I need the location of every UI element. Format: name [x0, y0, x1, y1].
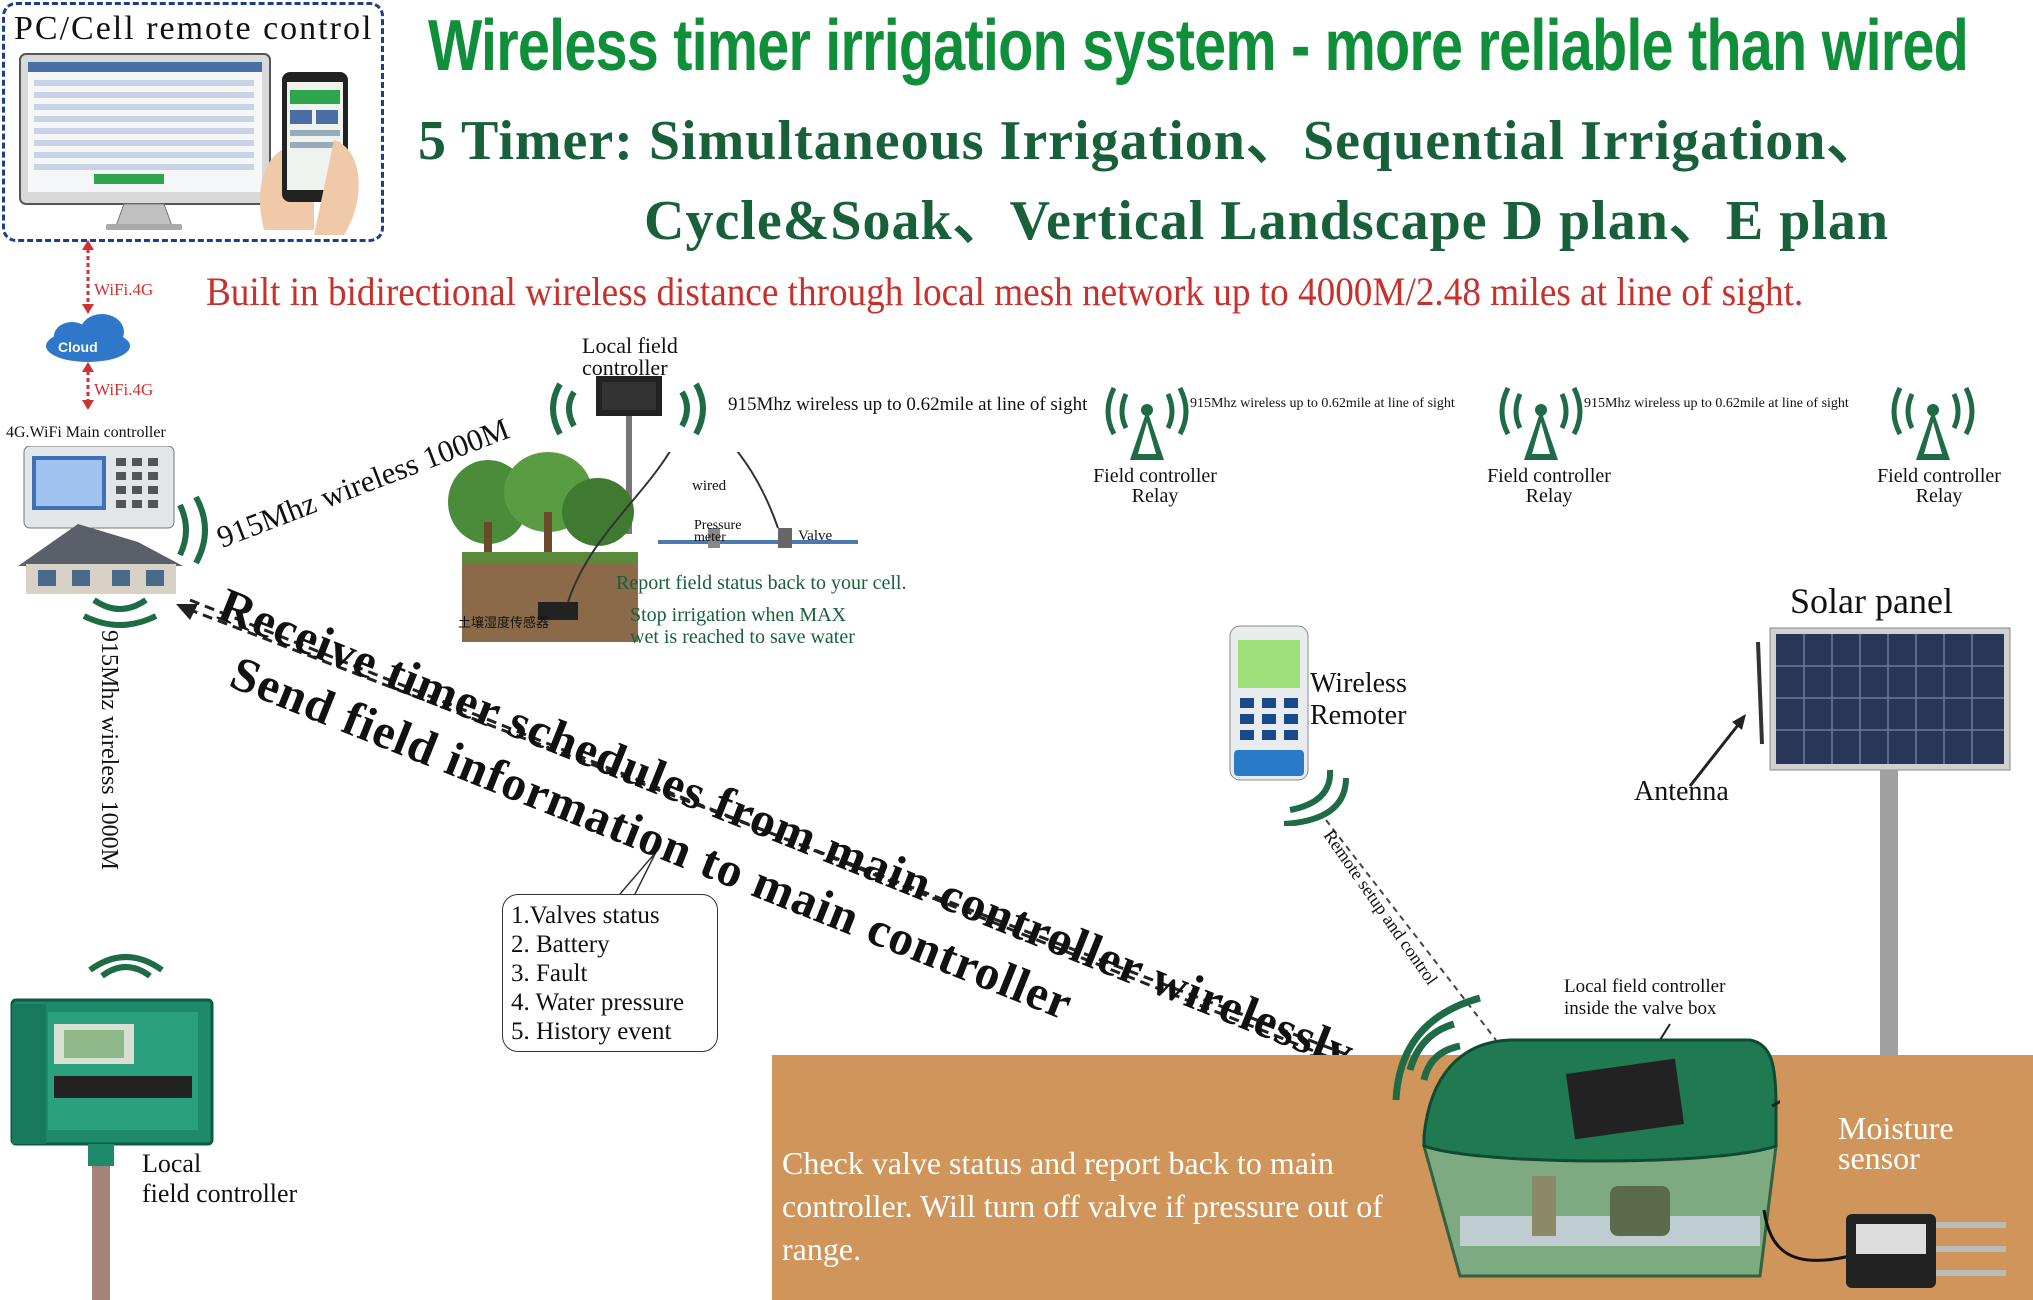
- relay-tower-icon-2: [1499, 386, 1583, 460]
- cloud-icon: [46, 314, 130, 362]
- remoter-label-line1: Wireless: [1310, 668, 1407, 699]
- soil-sensor-icon: [538, 602, 578, 620]
- phone-icon: [260, 72, 359, 235]
- solar-panel-assembly: [1756, 627, 2011, 1062]
- info-item-pressure: 4. Water pressure: [511, 989, 685, 1016]
- valve-box-label-line1: Local field controller: [1564, 976, 1726, 997]
- wireless-remoter-device: [1229, 625, 1309, 781]
- top-controller-signal-icons: [550, 376, 706, 534]
- field-info-callout: 1.Valves status 2. Battery 3. Fault 4. W…: [502, 894, 718, 1052]
- main-controller-illustration: [18, 446, 183, 594]
- cloud-link-diagram: [46, 240, 130, 410]
- info-item-fault: 3. Fault: [511, 960, 588, 987]
- relay-1-line2: Relay: [1131, 485, 1179, 507]
- top-controller-label-line1: Local field: [582, 333, 678, 358]
- cloud-label: Cloud: [58, 339, 98, 355]
- pc-cell-remote-box: [2, 2, 384, 242]
- moisture-sensor-label-line2: sensor: [1838, 1140, 1920, 1176]
- relay-link-1: 915Mhz wireless up to 0.62mile at line o…: [728, 394, 1088, 415]
- moisture-sensor-assembly: [1762, 1209, 2006, 1288]
- relay-link-3: 915Mhz wireless up to 0.62mile at line o…: [1584, 396, 1849, 411]
- valve-icon: [778, 528, 792, 548]
- main-controller-down-signal-icon: [82, 597, 158, 628]
- top-controller-label-line2: controller: [582, 355, 668, 380]
- local-controller-label-line1: Local: [142, 1149, 202, 1178]
- pressure-meter-icon: [1532, 1176, 1556, 1236]
- tree-icons: [448, 452, 634, 562]
- relay-3-line1: Field controller: [1877, 465, 2001, 487]
- solar-panel-icon: [1769, 627, 2011, 771]
- main-controller-signal-icon: [177, 495, 208, 565]
- local-controller-label-line2: field controller: [142, 1179, 298, 1208]
- remoter-label-line2: Remoter: [1310, 700, 1407, 731]
- relay-3-line2: Relay: [1915, 485, 1963, 507]
- relay-tower-icon-3: [1891, 386, 1975, 460]
- info-item-battery: 2. Battery: [511, 931, 610, 958]
- moisture-sensor-icon: [1846, 1214, 2006, 1288]
- stop-irrigation-line2: wet is reached to save water: [630, 626, 855, 648]
- pressure-meter-label-line1: Pressure: [694, 518, 742, 533]
- pressure-meter-label-line2: meter: [694, 530, 726, 545]
- wifi-4g-label-bottom: WiFi.4G: [94, 380, 154, 399]
- antenna-label: Antenna: [1634, 776, 1729, 807]
- solar-panel-label: Solar panel: [1790, 581, 1953, 621]
- valve-box-signal-icon: [1392, 994, 1481, 1101]
- soil-cross-section: [448, 452, 858, 642]
- main-controller-label: 4G.WiFi Main controller: [6, 424, 166, 441]
- timer-modes-line2: Cycle&Soak、Vertical Landscape D plan、E p…: [644, 190, 1890, 252]
- wireless-distance-note: Built in bidirectional wireless distance…: [206, 269, 1804, 314]
- page-title: Wireless timer irrigation system - more …: [428, 6, 1969, 86]
- timer-modes-line1: 5 Timer: Simultaneous Irrigation、Sequent…: [418, 110, 1884, 172]
- info-item-history: 5. History event: [511, 1018, 672, 1045]
- relay-1-line1: Field controller: [1093, 465, 1217, 487]
- top-controller-icon: [596, 376, 662, 534]
- relay-2-line1: Field controller: [1487, 465, 1611, 487]
- relay-2-line2: Relay: [1525, 485, 1573, 507]
- pc-and-phone-illustration: [19, 53, 359, 235]
- info-item-valves: 1.Valves status: [511, 902, 660, 929]
- valve-box-illustration: [1422, 1038, 1780, 1278]
- house-icon: [18, 524, 183, 594]
- report-label: Report field status back to your cell.: [616, 572, 907, 594]
- monitor-icon: [19, 53, 271, 230]
- stop-irrigation-line1: Stop irrigation when MAX: [630, 604, 847, 626]
- wired-label: wired: [692, 478, 727, 494]
- cabinet-icon: [10, 998, 214, 1146]
- remoter-signal-icon: [1283, 769, 1349, 826]
- antenna-icon: [1756, 641, 1764, 745]
- soil-sensor-label: 土壤湿度传感器: [458, 615, 550, 630]
- ground-description: Check valve status and report back to ma…: [782, 1145, 1383, 1267]
- pc-cell-title: PC/Cell remote control: [14, 10, 374, 47]
- moisture-sensor-label-line1: Moisture: [1838, 1110, 1954, 1146]
- relay-tower-icon-1: [1105, 386, 1189, 460]
- local-field-controller-cabinet: [10, 998, 214, 1300]
- valve-label: Valve: [798, 528, 833, 544]
- valve-box-label-line2: inside the valve box: [1564, 998, 1717, 1019]
- relay-link-2: 915Mhz wireless up to 0.62mile at line o…: [1190, 396, 1455, 411]
- pressure-meter-icon: [708, 528, 720, 548]
- wifi-4g-label-top: WiFi.4G: [94, 280, 154, 299]
- valve-box-icon: [1422, 1038, 1778, 1278]
- controller-module-icon: [1565, 1058, 1685, 1140]
- local-controller-signal-icon: [88, 954, 164, 979]
- main-controller-icon: [23, 446, 175, 529]
- valve-icon: [1610, 1186, 1670, 1236]
